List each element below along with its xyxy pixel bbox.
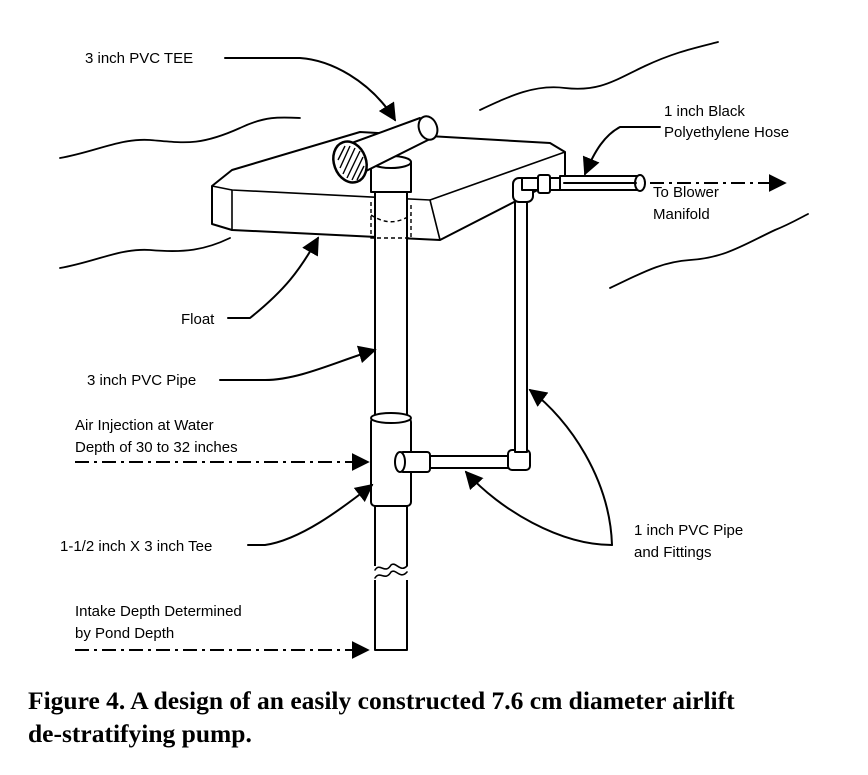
injection-tee [370, 412, 412, 507]
air-injection-label-line2: Depth of 30 to 32 inches [75, 439, 238, 456]
float-label: Float [181, 311, 215, 328]
tee-label: 3 inch PVC TEE [85, 50, 193, 67]
hose-label-line1: 1 inch Black [664, 103, 745, 120]
intake-label-line1: Intake Depth Determined [75, 603, 242, 620]
caption-line1: Figure 4. A design of an easily construc… [28, 686, 735, 715]
hose-label-line2: Polyethylene Hose [664, 124, 789, 141]
pvc-tee-top [332, 115, 439, 193]
blower-label-line1: To Blower [653, 184, 719, 201]
fittings-label-line2: and Fittings [634, 544, 712, 561]
blower-label-line2: Manifold [653, 206, 710, 223]
figure-caption: Figure 4. A design of an easily construc… [28, 684, 858, 750]
black-hose [559, 174, 646, 192]
intake-label-line2: by Pond Depth [75, 625, 174, 642]
water-waves [59, 41, 809, 289]
fittings-label-line1: 1 inch PVC Pipe [634, 522, 743, 539]
small-tee-label: 1-1/2 inch X 3 inch Tee [60, 538, 212, 555]
pipe-label: 3 inch PVC Pipe [87, 372, 196, 389]
airlift-pump-diagram: 3 inch PVC TEE 1 inch Black Polyethylene… [59, 41, 809, 659]
caption-line2: de-stratifying pump. [28, 719, 252, 748]
leader-lines [75, 57, 787, 659]
air-line [394, 174, 563, 473]
air-injection-label-line1: Air Injection at Water [75, 417, 214, 434]
